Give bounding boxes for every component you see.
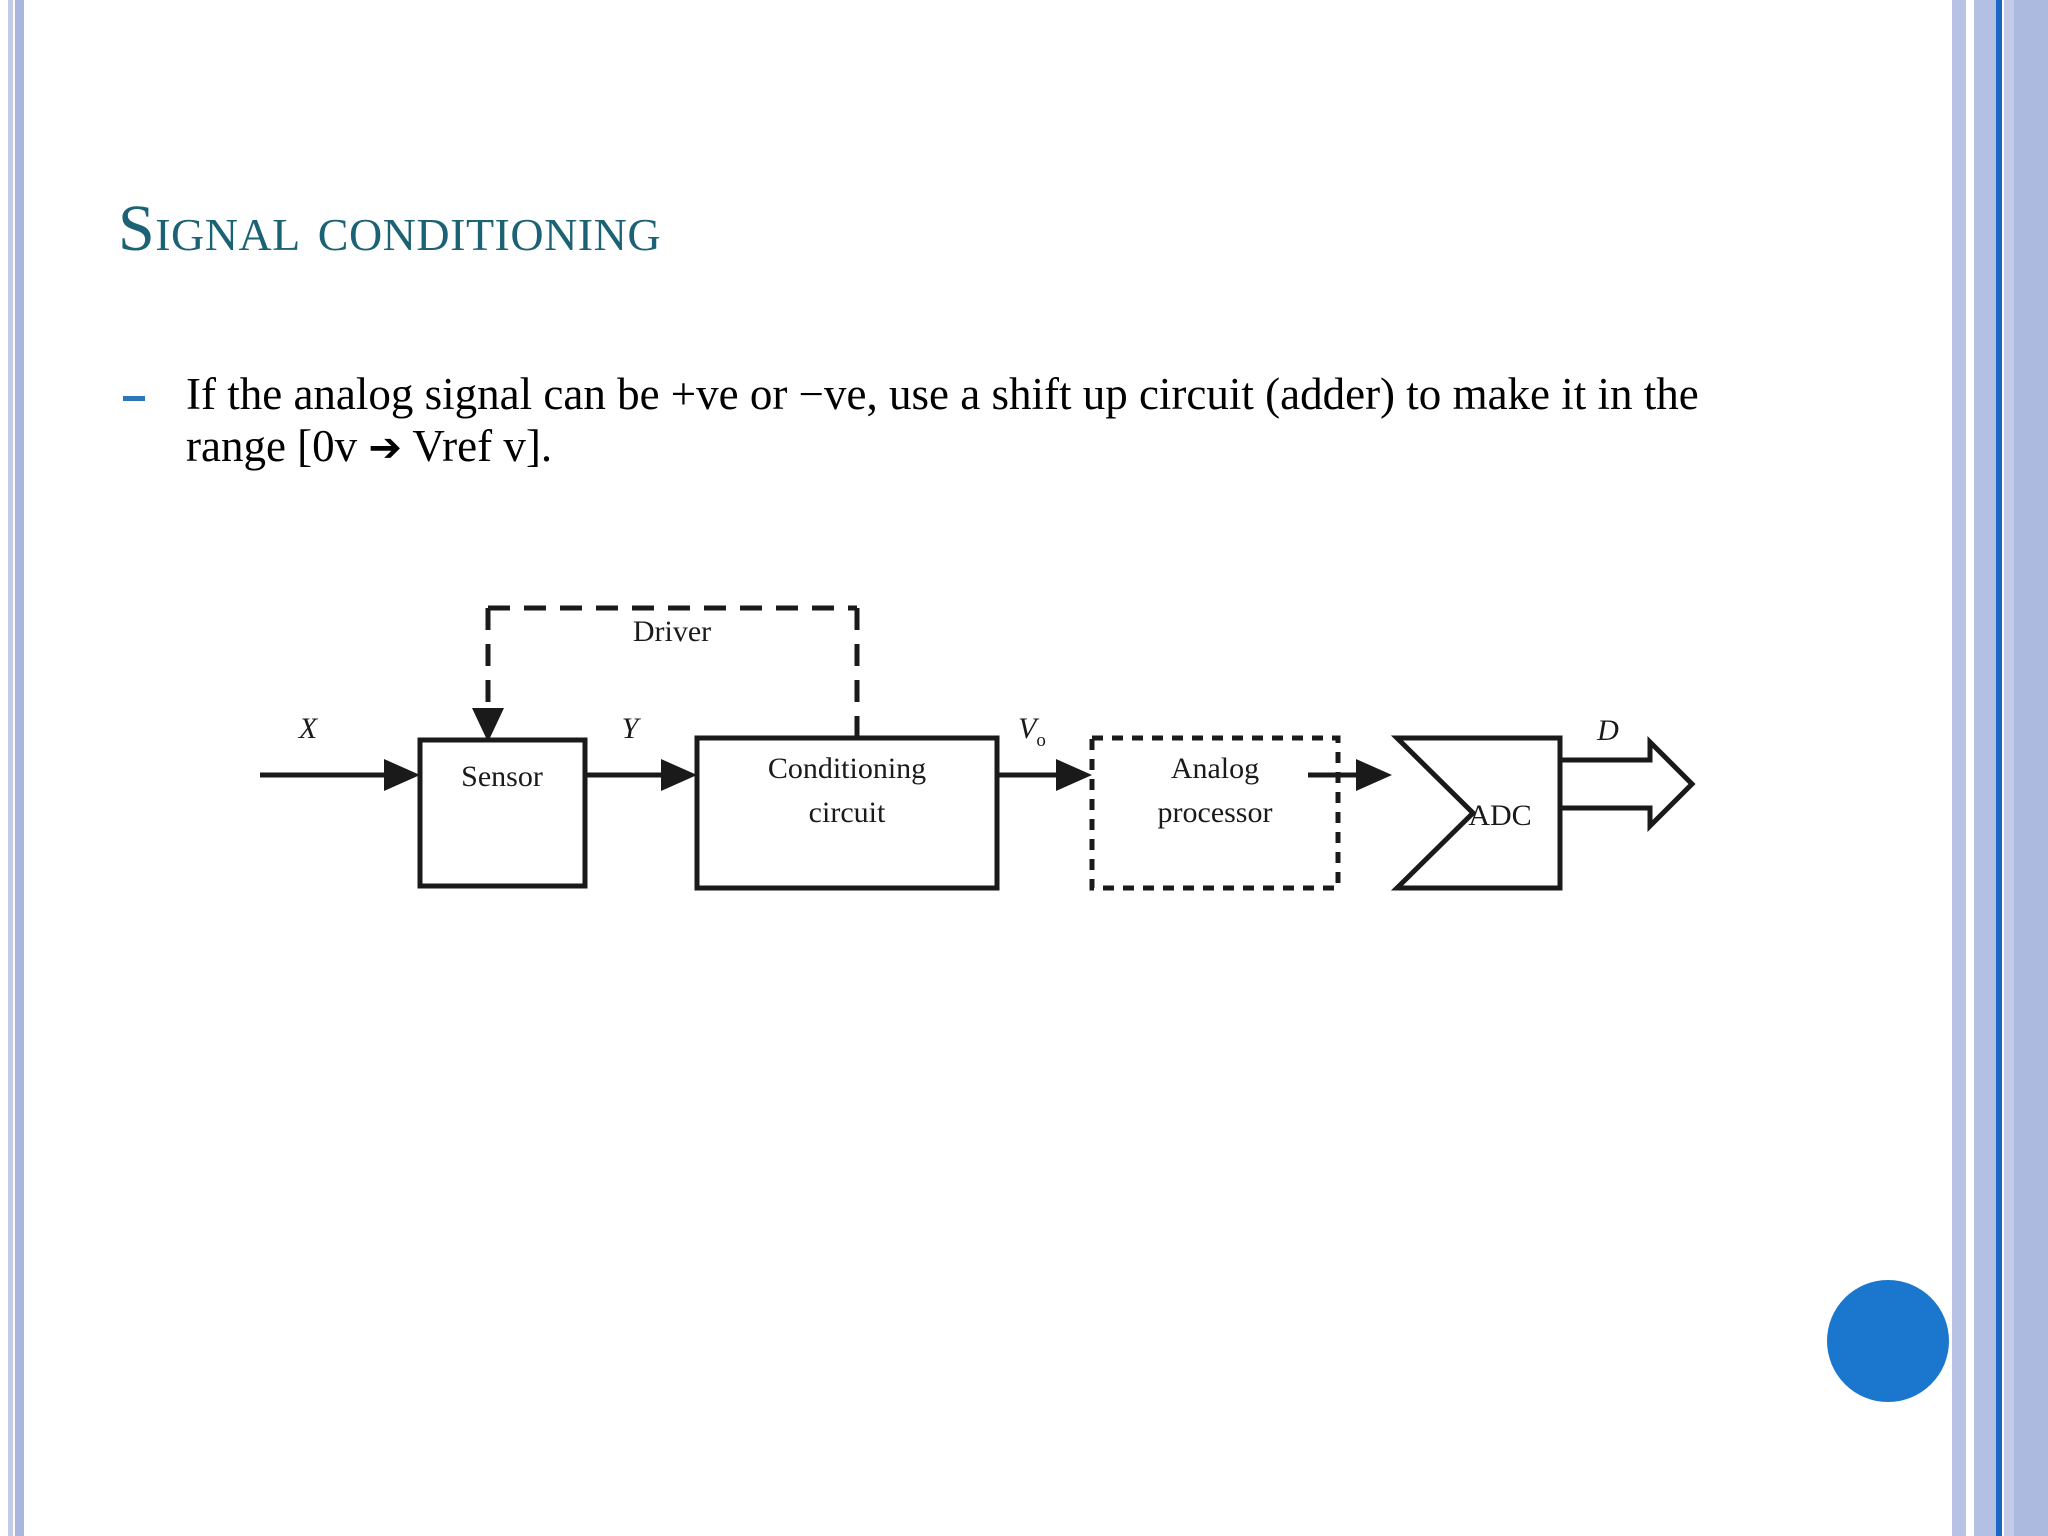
page-title: Signal conditioning [118, 192, 662, 265]
bullet-line-2-prefix: make it in the range [0v [186, 369, 1699, 472]
left-decor-bar-inner [15, 0, 24, 1536]
right-decor-bar-3 [2004, 0, 2014, 1536]
driver-arrowhead-icon [472, 708, 504, 742]
signal-label-y: Y [622, 712, 642, 745]
right-decor-bar-2 [1974, 0, 1996, 1536]
analog-to-adc-arrow [1308, 759, 1392, 791]
block-adc-label: ADC [1468, 799, 1531, 832]
vo-arrowhead-icon [1056, 759, 1092, 791]
y-arrowhead-icon [661, 759, 697, 791]
right-decor-bar-4 [2014, 0, 2048, 1536]
corner-accent-circle [1827, 1280, 1949, 1402]
input-x-arrow [260, 759, 420, 791]
x-arrowhead-icon [384, 759, 420, 791]
signal-label-vo-main: V [1018, 712, 1040, 745]
signal-label-vo: Vo [1018, 712, 1046, 751]
signal-label-vo-sub: o [1036, 730, 1046, 751]
signal-y-arrow [585, 759, 697, 791]
signal-chain-block-diagram: Driver X Sensor Y Conditioning circuit [260, 560, 1760, 920]
hollow-block-arrow-icon [1557, 735, 1696, 833]
block-conditioning-circuit [694, 735, 1000, 891]
right-arrow-icon: ➔ [368, 425, 402, 472]
adc-arrowhead-icon [1356, 759, 1392, 791]
block-sensor [417, 737, 588, 889]
block-analog-processor [1089, 735, 1341, 891]
bullet-item: If the analog signal can be +ve or −ve, … [186, 368, 1781, 472]
block-analog-processor-label-line2: processor [1158, 796, 1273, 829]
right-decor-bar-accent [1996, 0, 2002, 1536]
output-d-block-arrow [1557, 735, 1696, 833]
block-adc [1390, 735, 1563, 891]
left-decor-bar-outer [8, 0, 13, 1536]
block-conditioning-label-line2: circuit [809, 796, 886, 829]
block-analog-processor-label-line1: Analog [1171, 752, 1259, 785]
signal-label-d: D [1596, 714, 1619, 747]
block-conditioning-label-line1: Conditioning [768, 752, 926, 785]
driver-dashed-bracket [472, 605, 860, 742]
bullet-line-1: If the analog signal can be +ve or −ve, … [186, 369, 1442, 419]
block-sensor-label: Sensor [461, 760, 543, 793]
right-decor-bar-1 [1952, 0, 1966, 1536]
signal-vo-arrow [997, 759, 1092, 791]
bullet-line-2-suffix: Vref v]. [401, 421, 553, 472]
driver-label: Driver [633, 615, 711, 648]
signal-label-x: X [298, 712, 319, 745]
bullet-marker-dash [123, 396, 145, 401]
